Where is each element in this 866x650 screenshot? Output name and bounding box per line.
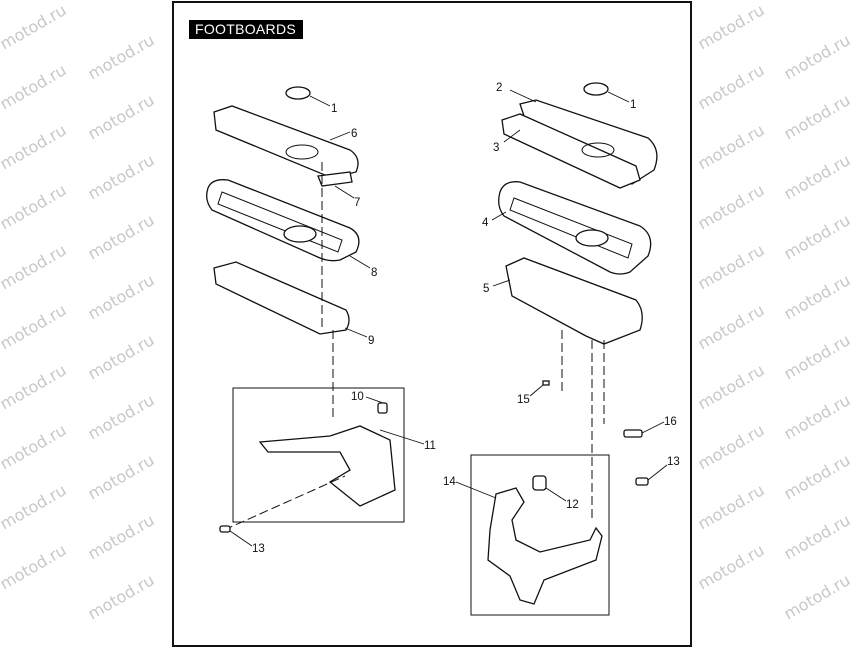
left-footboard-assembly: [206, 86, 405, 533]
callout-numbers: 1 6 7 8 9 10 11 13 2 1 3 4 5 15 16 13 14…: [252, 82, 680, 555]
left-footboard-pad-part-8: [206, 179, 360, 262]
left-alignment-line: [223, 475, 346, 531]
left-cover-opening: [285, 144, 319, 160]
left-screw-part-13: [219, 525, 231, 533]
callout-right-3: 3: [493, 142, 499, 154]
callout-left-8: 8: [371, 267, 377, 279]
left-bracket-inset-box: [232, 387, 405, 523]
right-footboard-pad-part-4: [498, 181, 652, 275]
right-screw-part-13: [635, 477, 649, 486]
leader-lines: [229, 89, 668, 547]
callout-right-1: 1: [630, 99, 636, 111]
right-pad-opening: [575, 229, 609, 247]
right-bracket-inset-box: [470, 454, 610, 616]
left-trim-part-7: [317, 171, 353, 187]
callout-right-5: 5: [483, 283, 489, 295]
left-pad-opening: [283, 225, 317, 243]
callout-left-7: 7: [354, 197, 360, 209]
left-footboard-pan-part-9: [213, 261, 350, 335]
right-pin-part-15: [542, 380, 550, 386]
right-pad-inner: [509, 197, 633, 259]
left-medallion-part-1: [285, 86, 311, 100]
callout-left-6: 6: [351, 128, 357, 140]
right-medallion-part-1: [583, 82, 609, 96]
callout-right-2: 2: [496, 82, 502, 94]
diagram-title: FOOTBOARDS: [189, 20, 304, 39]
right-cover-opening: [581, 142, 615, 158]
right-bolt-part-16: [623, 429, 643, 438]
callout-left-10: 10: [351, 391, 364, 403]
left-footboard-cover-part-6: [213, 105, 359, 179]
callout-left-1: 1: [331, 103, 337, 115]
callout-right-16: 16: [664, 416, 677, 428]
left-bushing-part-10: [377, 402, 388, 414]
callout-right-13: 13: [667, 456, 680, 468]
left-pad-inner: [217, 191, 343, 253]
callout-right-15: 15: [517, 394, 530, 406]
right-cover-part-3: [501, 113, 641, 189]
right-footboard-pan-part-5: [505, 257, 643, 345]
right-footboard-assembly: [470, 82, 658, 616]
callout-left-9: 9: [368, 335, 374, 347]
callout-right-12: 12: [566, 499, 579, 511]
callout-right-4: 4: [482, 217, 489, 229]
right-bushing-part-12: [532, 475, 547, 491]
left-mount-bracket-part-11: [258, 425, 396, 507]
callout-left-11: 11: [424, 440, 436, 452]
right-mount-bracket-part-14: [487, 487, 603, 605]
callout-left-13: 13: [252, 543, 265, 555]
diagram-frame: [172, 1, 692, 647]
callout-right-14: 14: [443, 476, 456, 488]
